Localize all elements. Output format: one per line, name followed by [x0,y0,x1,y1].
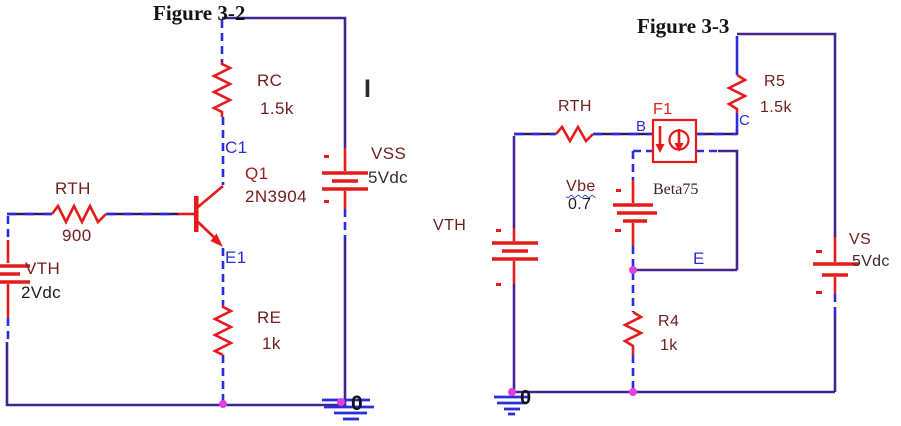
junction-dot [337,398,345,406]
vth-battery-symbol [492,228,538,286]
f1-ref-label: F1 [653,101,673,118]
vth-ref-label: VTH [433,217,467,234]
ground-symbol-fig3 [494,395,530,416]
junction-dot [508,388,516,396]
vs-value-label: 5Vdc [852,253,890,270]
vth-value-label: 2Vdc [21,283,61,302]
r5-resistor-symbol [726,73,748,113]
figure-3-2-circuit [0,16,374,421]
rth-ref-label: RTH [558,98,592,115]
r5-value-label: 1.5k [760,99,792,116]
rth-resistor-symbol [555,124,594,144]
re-ref-label: RE [257,308,282,327]
vs-ref-label: VS [849,231,872,248]
junction-dot [629,266,637,274]
node-c1-label: C1 [225,138,248,157]
current-probe-marker: I [364,75,371,103]
q1-value-label: 2N3904 [245,187,307,206]
re-value-label: 1k [262,334,281,353]
node-e1-label: E1 [225,248,247,267]
vss-plus-mark [324,155,329,158]
ground-0-label: 0 [520,387,532,409]
r4-ref-label: R4 [658,313,680,330]
r4-resistor-symbol [622,310,644,355]
vss-ref-label: VSS [371,144,407,163]
vbe-battery-symbol [613,180,657,246]
vss-minus-mark [324,200,329,203]
vs-minus-mark [816,291,822,294]
vth-battery-symbol [0,240,30,318]
vss-value-label: 5Vdc [368,168,408,187]
dashed-net-wires [631,149,837,390]
rth-value-label: 900 [62,226,92,245]
figure-3-3-circuit [492,32,859,416]
figure-3-2-title: Figure 3-2 [153,1,246,25]
rc-resistor-symbol [211,62,233,117]
top-rail-wire [222,16,347,148]
vbe-ref-label: Vbe [566,178,596,195]
top-rail-wire [737,32,837,237]
ground-symbol-fig2 [322,398,374,421]
f1-output-wire [718,149,739,270]
vth-plus-mark [496,229,501,232]
vs-battery-symbol [813,237,859,294]
rc-ref-label: RC [257,71,283,90]
vs-plus-mark [816,250,822,253]
rth-resistor-symbol [50,203,107,225]
vbe-value-label: 0.7 [568,196,592,213]
r4-value-label: 1k [660,337,678,354]
node-e-label: E [693,249,705,268]
vth-minus-mark [496,283,501,286]
vss-battery-symbol [322,148,368,209]
junction-dot [219,400,227,408]
re-resistor-symbol [212,305,234,357]
ground-0-label: 0 [351,392,363,415]
f1-gain-label: Beta75 [653,181,699,198]
junction-dot [629,388,637,396]
bottom-rail-wire [5,342,345,407]
r5-ref-label: R5 [764,73,786,90]
q1-ref-label: Q1 [245,164,269,183]
node-c-label: C [739,112,751,129]
dashed-net-wires [6,20,347,402]
vbe-plus-mark [616,189,621,192]
figure-3-3-title: Figure 3-3 [637,14,730,38]
vth-ref-label: VTH [25,259,61,278]
rth-ref-label: RTH [55,179,91,198]
f1-cccs-symbol [651,118,698,164]
node-b-label: B [636,118,647,135]
q1-transistor-symbol [178,185,224,247]
vbe-minus-mark [615,229,621,232]
rc-value-label: 1.5k [260,99,294,118]
